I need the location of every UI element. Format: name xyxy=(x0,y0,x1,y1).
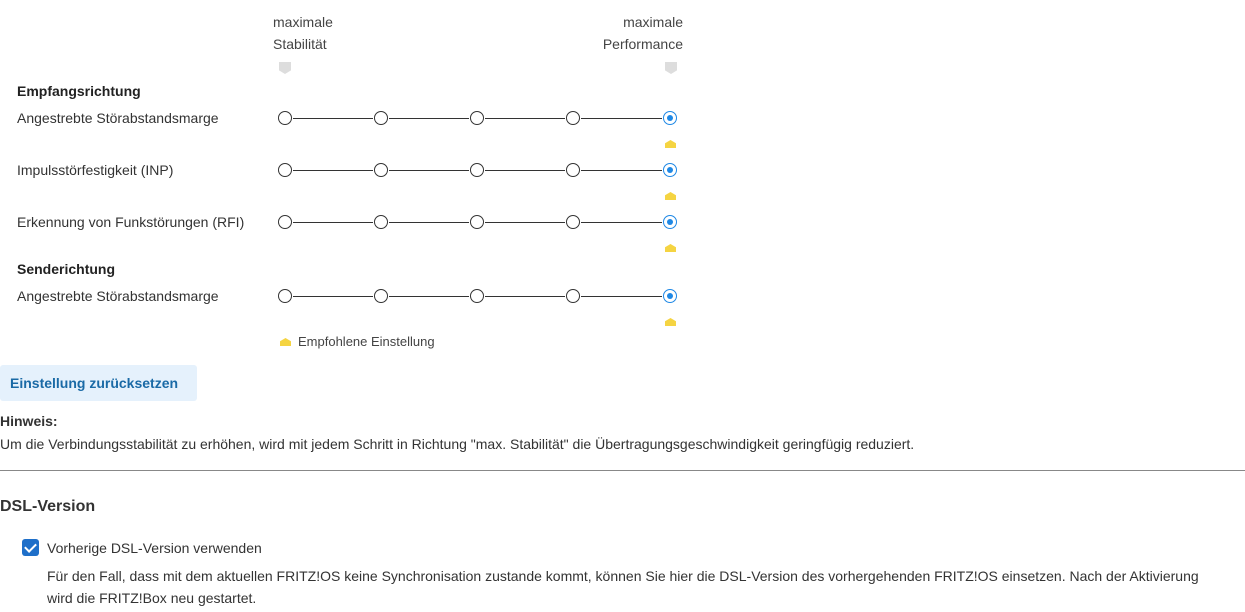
level-radio-2[interactable] xyxy=(374,163,388,177)
level-radio-4[interactable] xyxy=(566,163,580,177)
recommended-marker-icon xyxy=(665,192,676,200)
section-receive: Empfangsrichtung xyxy=(17,83,141,99)
hint-text: Um die Verbindungsstabilität zu erhöhen,… xyxy=(0,436,915,452)
row-label: Angestrebte Störabstandsmarge xyxy=(17,110,219,126)
level-radio-1[interactable] xyxy=(278,215,292,229)
slider-track xyxy=(389,296,469,297)
level-radio-4[interactable] xyxy=(566,289,580,303)
level-radio-2[interactable] xyxy=(374,289,388,303)
level-radio-2[interactable] xyxy=(374,111,388,125)
level-radio-1[interactable] xyxy=(278,111,292,125)
slider-track xyxy=(293,222,373,223)
slider-track xyxy=(389,222,469,223)
hint-title: Hinweis: xyxy=(0,413,58,429)
slider-track xyxy=(293,170,373,171)
level-radio-2[interactable] xyxy=(374,215,388,229)
dsl-version-description: Für den Fall, dass mit dem aktuellen FRI… xyxy=(47,568,1199,606)
level-radio-5[interactable] xyxy=(663,111,677,125)
slider-track xyxy=(581,222,662,223)
recommended-marker-icon xyxy=(665,318,676,326)
performance-marker-icon xyxy=(665,62,677,74)
slider-track xyxy=(581,118,662,119)
level-radio-3[interactable] xyxy=(470,289,484,303)
previous-dsl-version-label[interactable]: Vorherige DSL-Version verwenden xyxy=(47,540,262,556)
slider-track xyxy=(581,170,662,171)
previous-dsl-version-checkbox[interactable] xyxy=(22,539,39,556)
dsl-version-title: DSL-Version xyxy=(0,498,96,515)
level-radio-5[interactable] xyxy=(663,163,677,177)
level-radio-5[interactable] xyxy=(663,289,677,303)
slider-track xyxy=(485,296,565,297)
level-radio-3[interactable] xyxy=(470,111,484,125)
level-radio-4[interactable] xyxy=(566,111,580,125)
slider-track xyxy=(485,222,565,223)
divider xyxy=(0,470,1245,471)
level-radio-4[interactable] xyxy=(566,215,580,229)
slider-track xyxy=(389,170,469,171)
slider-track xyxy=(389,118,469,119)
section-send: Senderichtung xyxy=(17,261,116,277)
level-radio-3[interactable] xyxy=(470,163,484,177)
recommended-marker-icon xyxy=(665,244,676,252)
recommended-legend-icon xyxy=(280,338,291,346)
row-label: Angestrebte Störabstandsmarge xyxy=(17,288,219,304)
level-radio-3[interactable] xyxy=(470,215,484,229)
recommended-legend: Empfohlene Einstellung xyxy=(298,334,435,349)
level-radio-1[interactable] xyxy=(278,163,292,177)
level-radio-1[interactable] xyxy=(278,289,292,303)
recommended-marker-icon xyxy=(665,140,676,148)
row-label: Erkennung von Funkstörungen (RFI) xyxy=(17,214,245,230)
stability-marker-icon xyxy=(279,62,291,74)
slider-track xyxy=(293,296,373,297)
slider-track xyxy=(485,170,565,171)
slider-track xyxy=(581,296,662,297)
level-radio-5[interactable] xyxy=(663,215,677,229)
slider-track xyxy=(293,118,373,119)
reset-settings-button[interactable]: Einstellung zurücksetzen xyxy=(0,365,197,401)
checkmark-icon xyxy=(24,540,37,553)
row-label: Impulsstörfestigkeit (INP) xyxy=(17,162,174,178)
slider-track xyxy=(485,118,565,119)
